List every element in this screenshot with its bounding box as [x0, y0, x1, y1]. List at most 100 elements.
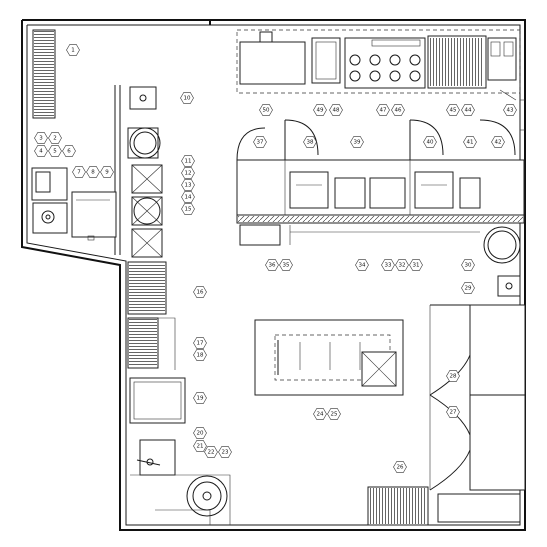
tag-label: 16	[197, 289, 204, 295]
tag-marker: 22	[204, 446, 218, 458]
tag-marker: 1	[66, 44, 80, 56]
tag-label: 10	[184, 95, 191, 101]
tag-marker: 29	[461, 282, 475, 294]
tag-marker: 8	[86, 166, 100, 178]
tag-marker: 13	[181, 179, 195, 191]
tag-marker: 4	[34, 145, 48, 157]
tag-label: 22	[208, 449, 215, 455]
tag-hexagon	[391, 104, 405, 116]
tag-hexagon	[66, 44, 80, 56]
tag-label: 20	[197, 430, 204, 436]
building-walls	[21, 19, 526, 531]
tag-marker: 42	[491, 136, 505, 148]
tag-hexagon	[327, 408, 341, 420]
tag-marker: 24	[313, 408, 327, 420]
tag-label: 40	[427, 139, 434, 145]
tag-marker: 21	[193, 440, 207, 452]
tag-hexagon	[461, 104, 475, 116]
tag-marker: 30	[461, 259, 475, 271]
tag-marker: 46	[391, 104, 405, 116]
tag-label: 2	[53, 135, 57, 141]
tag-hexagon	[204, 446, 218, 458]
tag-marker: 48	[329, 104, 343, 116]
tag-hexagon	[463, 136, 477, 148]
tag-label: 50	[263, 107, 270, 113]
equipment-30-round	[483, 226, 521, 264]
tag-marker: 49	[313, 104, 327, 116]
tag-hexagon	[218, 446, 232, 458]
tag-label: 44	[465, 107, 472, 113]
tag-hexagon	[446, 370, 460, 382]
tag-hexagon	[376, 104, 390, 116]
tag-hexagon	[181, 191, 195, 203]
tag-label: 9	[105, 169, 109, 175]
tag-hexagon	[181, 155, 195, 167]
tag-marker: 12	[181, 167, 195, 179]
tag-marker: 11	[181, 155, 195, 167]
tag-hexagon	[181, 179, 195, 191]
tag-marker: 43	[503, 104, 517, 116]
tag-label: 14	[185, 194, 192, 200]
tag-hexagon	[193, 440, 207, 452]
center-island	[254, 319, 404, 396]
tag-hexagon	[503, 104, 517, 116]
tag-label: 29	[465, 285, 472, 291]
tag-hexagon	[48, 145, 62, 157]
tag-label: 33	[385, 262, 392, 268]
tag-marker: 19	[193, 392, 207, 404]
tag-label: 42	[495, 139, 502, 145]
storage-rack-17	[127, 317, 176, 370]
tag-hexagon	[423, 136, 437, 148]
tag-label: 35	[283, 262, 290, 268]
tag-label: 23	[222, 449, 229, 455]
tag-marker: 35	[279, 259, 293, 271]
tag-hexagon	[491, 136, 505, 148]
tag-marker: 38	[303, 136, 317, 148]
mop-sink	[136, 439, 176, 476]
tag-hexagon	[461, 282, 475, 294]
floor-drain-29	[497, 275, 521, 297]
tag-marker: 39	[350, 136, 364, 148]
tag-marker: 41	[463, 136, 477, 148]
range-47	[344, 37, 426, 89]
tag-marker: 18	[193, 349, 207, 361]
tag-hexagon	[279, 259, 293, 271]
prep-table-left	[71, 191, 117, 241]
tag-label: 3	[39, 135, 43, 141]
tag-label: 48	[333, 107, 340, 113]
tag-marker: 45	[446, 104, 460, 116]
tag-marker: 25	[327, 408, 341, 420]
tag-marker: 34	[355, 259, 369, 271]
tag-marker: 2	[48, 132, 62, 144]
tag-hexagon	[253, 136, 267, 148]
tag-marker: 14	[181, 191, 195, 203]
fryer-stack	[131, 164, 163, 258]
tag-hexagon	[313, 104, 327, 116]
tag-marker: 20	[193, 427, 207, 439]
tag-label: 8	[91, 169, 95, 175]
tag-hexagon	[181, 203, 195, 215]
tag-hexagon	[313, 408, 327, 420]
tag-hexagon	[86, 166, 100, 178]
fryer-44	[487, 37, 517, 101]
storage-rack-1	[32, 29, 56, 119]
tag-label: 4	[39, 148, 43, 154]
tag-label: 11	[185, 158, 192, 164]
tag-label: 45	[450, 107, 457, 113]
tag-marker: 36	[265, 259, 279, 271]
tag-label: 13	[185, 182, 192, 188]
tag-hexagon	[461, 259, 475, 271]
tag-label: 26	[397, 464, 404, 470]
tag-hexagon	[72, 166, 86, 178]
tag-hexagon	[180, 92, 194, 104]
tag-label: 34	[359, 262, 366, 268]
tag-hexagon	[34, 132, 48, 144]
tag-hexagon	[446, 406, 460, 418]
tag-label: 6	[67, 148, 71, 154]
tag-marker: 16	[193, 286, 207, 298]
tag-hexagon	[48, 132, 62, 144]
tag-marker: 23	[218, 446, 232, 458]
tag-label: 46	[395, 107, 402, 113]
tag-marker: 27	[446, 406, 460, 418]
tag-label: 1	[71, 47, 75, 53]
